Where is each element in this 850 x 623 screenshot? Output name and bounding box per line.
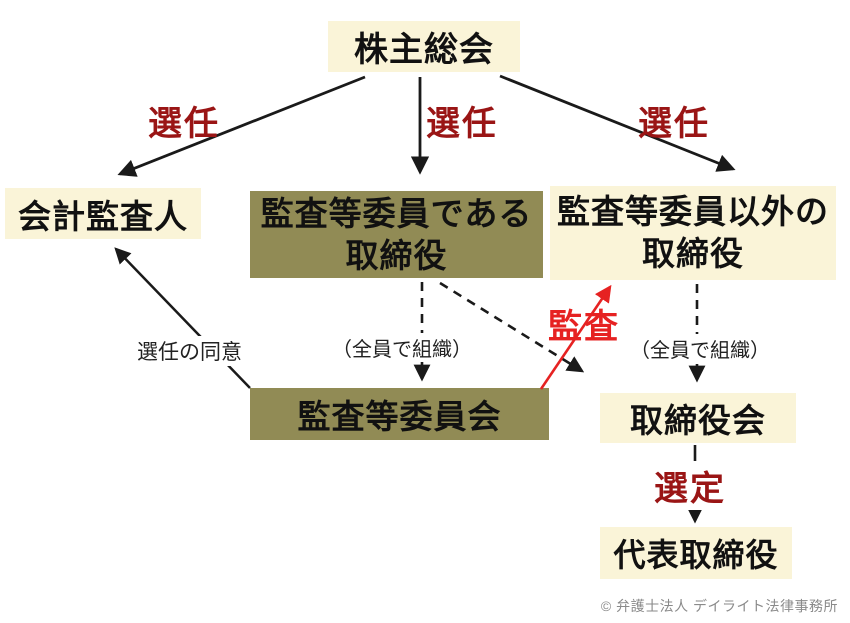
node-audit-committee-directors: 監査等委員である 取締役: [250, 191, 543, 278]
node-shareholders-meeting: 株主総会: [328, 21, 520, 72]
node-shareholders-meeting-label: 株主総会: [354, 31, 494, 69]
appoint-center-label: 選任: [426, 105, 498, 143]
node-non-committee-directors-line1: 監査等委員以外の: [557, 193, 829, 230]
select-representative-label: 選定: [651, 461, 729, 510]
organized-by-all-center-label: （全員で組織）: [330, 333, 474, 362]
node-representative-director-label: 代表取締役: [613, 537, 779, 573]
appoint-right-label: 選任: [638, 105, 710, 143]
organized-by-all-right-label: （全員で組織）: [628, 334, 772, 363]
node-audit-committee: 監査等委員会: [250, 388, 549, 440]
node-board-of-directors-label: 取締役会: [630, 402, 766, 439]
node-accounting-auditor-label: 会計監査人: [18, 197, 188, 235]
node-representative-director: 代表取締役: [600, 527, 792, 579]
node-non-committee-directors: 監査等委員以外の 取締役: [550, 186, 836, 280]
node-audit-committee-directors-line1: 監査等委員である: [260, 194, 533, 232]
consent-arrow: [114, 247, 251, 389]
node-accounting-auditor: 会計監査人: [5, 188, 201, 239]
audit-label: 監査: [548, 308, 620, 346]
node-audit-committee-directors-line2: 取締役: [345, 236, 448, 274]
appoint-left-label: 選任: [148, 105, 220, 143]
copyright-notice: © 弁護士法人 デイライト法律事務所: [600, 598, 838, 614]
node-board-of-directors: 取締役会: [600, 393, 796, 443]
node-audit-committee-label: 監査等委員会: [297, 398, 502, 435]
node-non-committee-directors-line2: 取締役: [642, 235, 744, 272]
consent-to-appointment-label: 選任の同意: [135, 336, 244, 366]
